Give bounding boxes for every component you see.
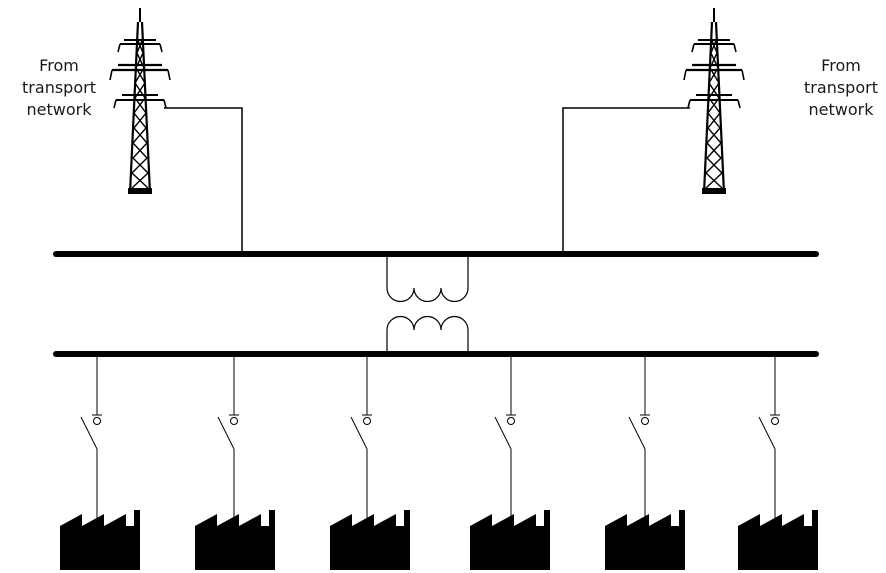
transformer-icon	[386, 254, 469, 354]
label-line: network	[808, 100, 874, 119]
disconnect-switch-icon	[758, 356, 781, 526]
left-feeder-line	[164, 107, 243, 254]
disconnect-switch-icon	[217, 356, 240, 526]
disconnect-switch-icon	[350, 356, 373, 526]
factory-icon	[470, 510, 550, 570]
disconnect-switch-icon	[80, 356, 103, 526]
left-source-label: From transport network	[4, 55, 114, 121]
factory-icon	[195, 510, 275, 570]
right-source-label: From transport network	[786, 55, 886, 121]
transmission-tower-icon	[682, 6, 746, 196]
label-line: network	[26, 100, 92, 119]
disconnect-switch-icon	[494, 356, 517, 526]
factory-icon	[60, 510, 140, 570]
disconnect-switch-icon	[628, 356, 651, 526]
factory-icon	[738, 510, 818, 570]
right-feeder-line	[562, 107, 690, 254]
factory-icon	[605, 510, 685, 570]
transmission-tower-icon	[108, 6, 172, 196]
label-line: From	[39, 56, 79, 75]
label-line: From	[821, 56, 861, 75]
factory-icon	[330, 510, 410, 570]
label-line: transport	[22, 78, 96, 97]
label-line: transport	[804, 78, 878, 97]
